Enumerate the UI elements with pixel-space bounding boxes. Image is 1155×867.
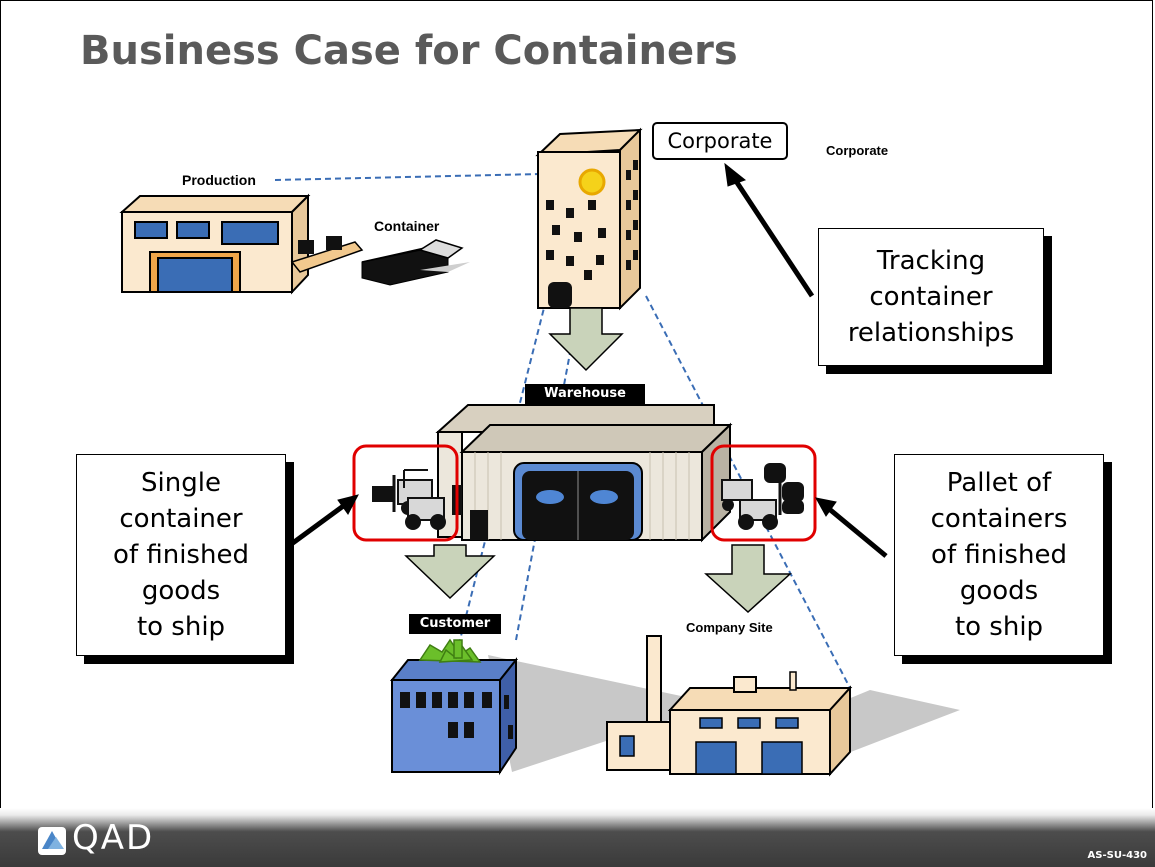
warehouse-label: Warehouse bbox=[525, 384, 645, 404]
callout-tracking-container-relationships: Tracking container relationships bbox=[818, 228, 1044, 366]
corporate-label: Corporate bbox=[826, 143, 889, 158]
highlight-box-left bbox=[352, 444, 459, 542]
company-site-building-icon bbox=[606, 635, 960, 777]
callout-pallet-text: Pallet of containers of finished goods t… bbox=[930, 468, 1068, 642]
customer-building-icon bbox=[389, 638, 700, 776]
slide-frame bbox=[0, 0, 1153, 808]
callout-single-container: Single container of finished goods to sh… bbox=[76, 454, 286, 656]
production-factory-icon bbox=[119, 193, 470, 295]
warehouse-building-icon bbox=[435, 404, 733, 543]
callout-single-text: Single container of finished goods to sh… bbox=[113, 468, 249, 642]
callout-tracking-text: Tracking container relationships bbox=[847, 246, 1015, 348]
container-label: Container bbox=[374, 218, 440, 234]
production-label: Production bbox=[182, 172, 256, 188]
company-site-label: Company Site bbox=[686, 620, 773, 635]
slide-title: Business Case for Containers bbox=[80, 28, 738, 74]
corporate-box-label: Corporate bbox=[652, 122, 788, 160]
forklift-right-icon bbox=[721, 463, 804, 530]
corporate-building-icon bbox=[535, 127, 643, 311]
highlight-box-right bbox=[710, 444, 817, 542]
callout-pallet-of-containers: Pallet of containers of finished goods t… bbox=[894, 454, 1104, 656]
footer-bar bbox=[0, 808, 1155, 867]
slide-code: AS-SU-430 bbox=[1087, 850, 1147, 861]
customer-label: Customer bbox=[409, 614, 501, 634]
qad-logo-text: QAD bbox=[72, 818, 155, 858]
callout-arrows bbox=[284, 162, 888, 558]
down-arrows bbox=[404, 307, 792, 614]
qad-logo-icon bbox=[38, 827, 66, 855]
diagram-artwork bbox=[119, 127, 960, 777]
forklift-left-icon bbox=[372, 469, 446, 530]
